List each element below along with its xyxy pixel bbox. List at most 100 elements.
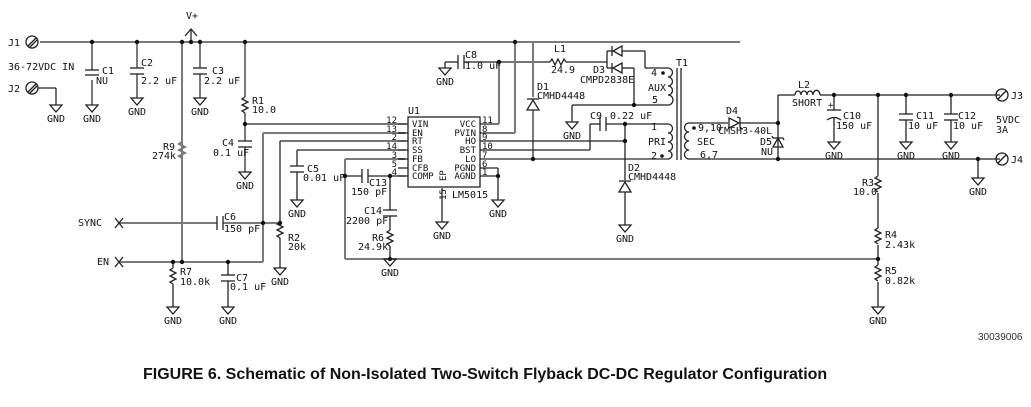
gnd-label: GND: [616, 234, 634, 245]
c13-value: 150 pF: [351, 187, 387, 198]
u1-part: LM5015: [452, 190, 488, 201]
aux-label: AUX: [648, 83, 666, 94]
c10-ref: C10: [843, 111, 861, 122]
c14-value: 2200 pF: [346, 216, 388, 227]
capacitor-c11: C11 10 uF: [899, 111, 938, 132]
l1-value: 24.9: [551, 65, 575, 76]
capacitor-c9: C9 0.22 uF: [590, 111, 652, 131]
resistor-l1: L1 24.9: [549, 44, 575, 76]
c5-value: 0.01 uF: [303, 173, 345, 184]
c9-value: 0.22 uF: [610, 111, 652, 122]
u1-pin-name: HO: [465, 137, 476, 147]
u1-pin-name: BST: [460, 146, 477, 156]
d3-ref: D3: [593, 65, 605, 76]
u1-pin-number: 9: [482, 133, 487, 143]
ground-icon: GND: [869, 306, 887, 327]
d2-ref: D2: [628, 163, 640, 174]
ground-icon: GND: [219, 306, 237, 327]
pri-pin-top: 1: [651, 122, 657, 133]
u1-ref: U1: [408, 106, 420, 117]
j1-label: J1: [8, 38, 20, 49]
r4-ref: R4: [885, 230, 897, 241]
capacitor-c6: C6 150 pF: [216, 212, 260, 235]
r9-ref: R9: [163, 142, 175, 153]
gnd-label: GND: [271, 277, 289, 288]
r1-ref: R1: [252, 96, 264, 107]
diode-d5: D5 NU: [760, 135, 785, 158]
u1-pin-name: VIN: [412, 120, 428, 130]
l1-ref: L1: [554, 44, 566, 55]
c8-value: 1.0 uF: [465, 61, 501, 72]
diode-d2: D2 CMHD4448: [617, 163, 676, 193]
diode-d1: D1 CMHD4448: [525, 82, 585, 111]
gnd-label: GND: [47, 114, 65, 125]
u1-pin-name: EN: [412, 129, 423, 139]
capacitor-c5: C5 0.01 uF: [290, 164, 345, 184]
u1-pin-name: CFB: [412, 164, 428, 174]
ground-icon: GND: [436, 67, 454, 88]
resistor-r9: R9 274k: [152, 141, 188, 162]
ground-icon: GND: [236, 171, 254, 192]
output-current-label: 3A: [996, 125, 1008, 136]
u1-ep-pin: 15: [439, 189, 449, 200]
diode-d3: D3 CMPD2838E: [580, 44, 634, 86]
c4-value: 0.1 uF: [213, 148, 249, 159]
sec-pin-bot: 6,7: [700, 150, 718, 161]
u1-pin-name: PGND: [454, 164, 476, 174]
c10-value: 150 uF: [836, 121, 872, 132]
u1-pin-number: 6: [482, 160, 487, 170]
aux-pin-bot: 5: [652, 95, 658, 106]
gnd-label: GND: [563, 131, 581, 142]
pri-winding: [667, 123, 674, 160]
ground-icon: GND: [47, 104, 65, 125]
u1-ep: EP: [439, 170, 449, 181]
d5-ref: D5: [760, 137, 772, 148]
c1-ref: C1: [102, 66, 114, 77]
d2-value: CMHD4448: [628, 172, 676, 183]
wires: [38, 30, 1000, 307]
resistor-r1: R1 10.0: [240, 96, 276, 116]
l2-value: SHORT: [792, 98, 822, 109]
aux-pin-top: 4: [651, 68, 657, 79]
u1-pin-name: SS: [412, 146, 423, 156]
u1-pin-number: 10: [482, 142, 493, 152]
ground-icon: GND: [271, 267, 289, 288]
diode-d4: D4 CMSH3-40L: [718, 106, 772, 137]
u1-pin-number: 12: [386, 116, 397, 126]
pri-label: PRI: [648, 137, 666, 148]
r6-ref: R6: [372, 233, 384, 244]
gnd-label: GND: [83, 114, 101, 125]
sec-winding: [683, 122, 690, 160]
gnd-label: GND: [236, 181, 254, 192]
gnd-label: GND: [436, 77, 454, 88]
input-voltage-label: 36-72VDC IN: [8, 62, 74, 73]
r5-ref: R5: [885, 266, 897, 277]
ground-icon: GND: [489, 199, 507, 220]
ground-icon: GND: [288, 199, 306, 220]
r1-value: 10.0: [252, 105, 276, 116]
d5-value: NU: [761, 147, 773, 158]
junctions: [89, 39, 981, 265]
gnd-label: GND: [433, 231, 451, 242]
ground-icon: GND: [128, 97, 146, 118]
resistor-r6: R6 24.9k: [358, 229, 395, 253]
u1-pin-name: VCC: [460, 120, 476, 130]
c9-ref: C9: [590, 111, 602, 122]
gnd-label: GND: [381, 268, 399, 279]
aux-winding: [667, 67, 674, 106]
en-label: EN: [97, 257, 109, 268]
gnd-label: GND: [164, 316, 182, 327]
figure-id: 30039006: [978, 332, 1023, 343]
ground-icon: GND: [433, 221, 451, 242]
c14-ref: C14: [364, 206, 382, 217]
ground-icon: GND: [969, 177, 987, 198]
ground-icon: GND: [83, 104, 101, 125]
u1-pin-number: 14: [386, 142, 397, 152]
r7-value: 10.0k: [180, 277, 210, 288]
resistor-r4: R4 2.43k: [873, 227, 915, 251]
capacitor-c13: C13 150 pF: [351, 169, 387, 198]
gnd-label: GND: [489, 209, 507, 220]
u1-pin-number: 3: [392, 151, 397, 161]
ground-icon: GND: [563, 121, 581, 142]
